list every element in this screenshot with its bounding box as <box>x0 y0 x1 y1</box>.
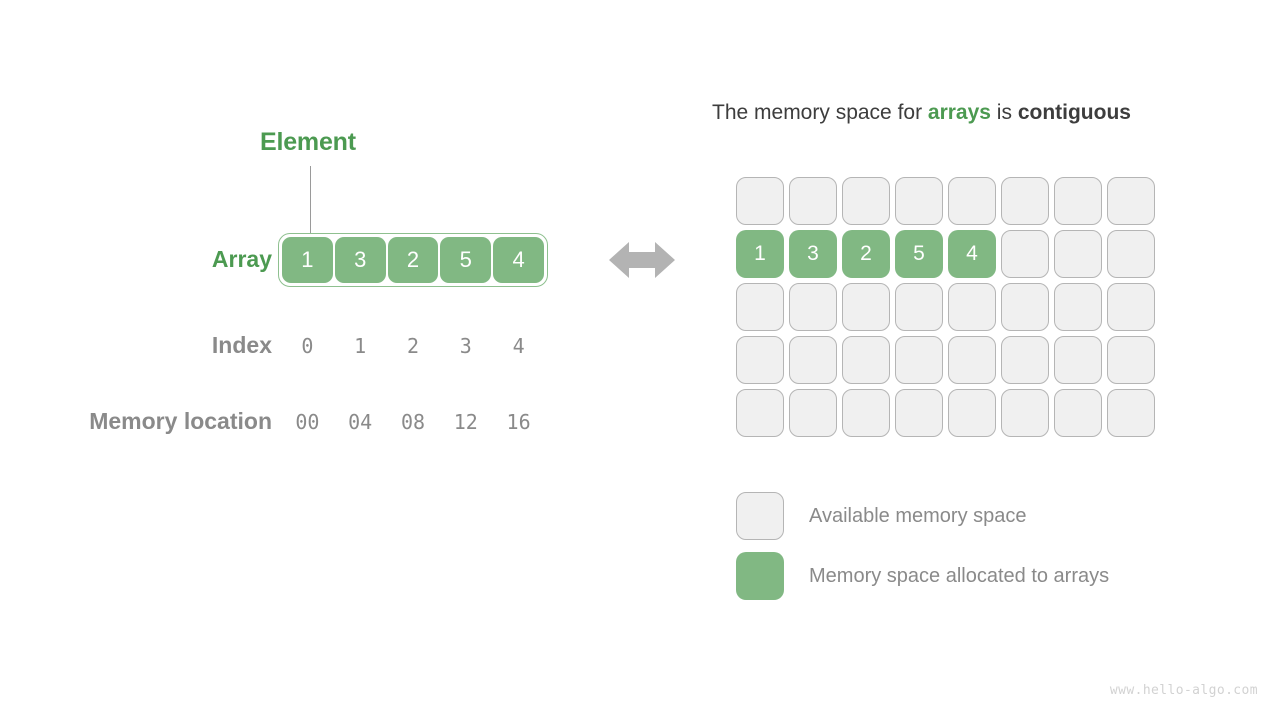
memory-cell-allocated: 3 <box>789 230 837 278</box>
legend-label-available: Available memory space <box>809 504 1027 527</box>
array-cell: 1 <box>282 237 333 283</box>
memory-cell-allocated: 2 <box>842 230 890 278</box>
memory-cell-empty <box>789 177 837 225</box>
memory-cell-empty <box>1001 283 1049 331</box>
memory-cell-empty <box>948 177 996 225</box>
memory-location-value: 12 <box>453 410 478 434</box>
array-cell: 4 <box>493 237 544 283</box>
memory-cell-allocated: 4 <box>948 230 996 278</box>
array-cell: 3 <box>334 237 386 283</box>
memory-location-value: 04 <box>348 410 373 434</box>
memory-location-row-label: Memory location <box>89 408 272 434</box>
element-callout-label: Element <box>260 128 356 156</box>
index-value: 3 <box>459 334 472 358</box>
memory-cell-empty <box>1054 389 1102 437</box>
memory-cell-empty <box>842 389 890 437</box>
index-value: 4 <box>512 334 525 358</box>
memory-cell-empty <box>895 283 943 331</box>
memory-cell-empty <box>1107 336 1155 384</box>
memory-cell-empty <box>789 283 837 331</box>
legend-item-allocated: Memory space allocated to arrays <box>736 552 1109 600</box>
memory-cell-empty <box>789 336 837 384</box>
memory-cell-empty <box>1001 177 1049 225</box>
memory-cell-empty <box>1054 336 1102 384</box>
memory-cell-empty <box>1001 389 1049 437</box>
memory-location-value-row: 00 04 08 12 16 <box>281 410 545 434</box>
memory-cell-empty <box>736 336 784 384</box>
memory-cell-empty <box>789 389 837 437</box>
memory-grid: 1 3 2 5 4 <box>736 177 1155 437</box>
memory-cell-empty <box>895 177 943 225</box>
memory-cell-empty <box>842 336 890 384</box>
memory-heading: The memory space for arrays is contiguou… <box>712 101 1131 125</box>
memory-cell-allocated: 5 <box>895 230 943 278</box>
double-headed-arrow-icon <box>609 242 675 278</box>
memory-cell-empty <box>895 336 943 384</box>
memory-cell-empty <box>948 389 996 437</box>
element-callout-connector-line <box>310 166 311 240</box>
memory-location-value: 16 <box>506 410 531 434</box>
memory-cell-empty <box>1001 230 1049 278</box>
memory-cell-empty <box>1107 283 1155 331</box>
memory-cell-empty <box>1001 336 1049 384</box>
memory-layout-panel: The memory space for arrays is contiguou… <box>700 0 1280 720</box>
index-value: 1 <box>354 334 367 358</box>
watermark: www.hello-algo.com <box>1109 683 1258 698</box>
index-value: 2 <box>406 334 420 358</box>
memory-location-value: 00 <box>295 410 320 434</box>
memory-cell-empty <box>1107 389 1155 437</box>
memory-cell-empty <box>842 177 890 225</box>
memory-cell-empty <box>1107 230 1155 278</box>
array-row-label: Array <box>211 246 272 272</box>
memory-cell-empty <box>842 283 890 331</box>
array-container: 1 3 2 5 4 <box>278 233 548 287</box>
memory-heading-part2: is <box>990 101 1018 124</box>
index-row-label: Index <box>211 332 272 358</box>
index-value: 0 <box>301 334 314 358</box>
memory-cell-empty <box>1054 230 1102 278</box>
memory-heading-part1: The memory space for <box>712 101 928 124</box>
memory-cell-empty <box>948 336 996 384</box>
array-abstraction-panel: Element Array Index Memory location 1 3 … <box>0 0 600 720</box>
memory-heading-highlight: arrays <box>927 101 991 124</box>
legend-swatch-allocated-icon <box>736 552 784 600</box>
memory-cell-empty <box>736 177 784 225</box>
legend-item-available: Available memory space <box>736 492 1109 540</box>
memory-cell-empty <box>948 283 996 331</box>
memory-cell-empty <box>1054 283 1102 331</box>
memory-cell-empty <box>895 389 943 437</box>
memory-cell-empty <box>1107 177 1155 225</box>
memory-heading-bold: contiguous <box>1017 101 1131 124</box>
memory-cell-empty <box>736 283 784 331</box>
legend: Available memory space Memory space allo… <box>736 492 1109 612</box>
legend-swatch-available-icon <box>736 492 784 540</box>
array-cell: 2 <box>387 237 439 283</box>
memory-cell-empty <box>1054 177 1102 225</box>
memory-cell-empty <box>736 389 784 437</box>
memory-cell-allocated: 1 <box>736 230 784 278</box>
index-value-row: 0 1 2 3 4 <box>281 334 545 358</box>
array-cell: 5 <box>440 237 492 283</box>
legend-label-allocated: Memory space allocated to arrays <box>809 564 1110 587</box>
memory-location-value: 08 <box>400 410 426 434</box>
